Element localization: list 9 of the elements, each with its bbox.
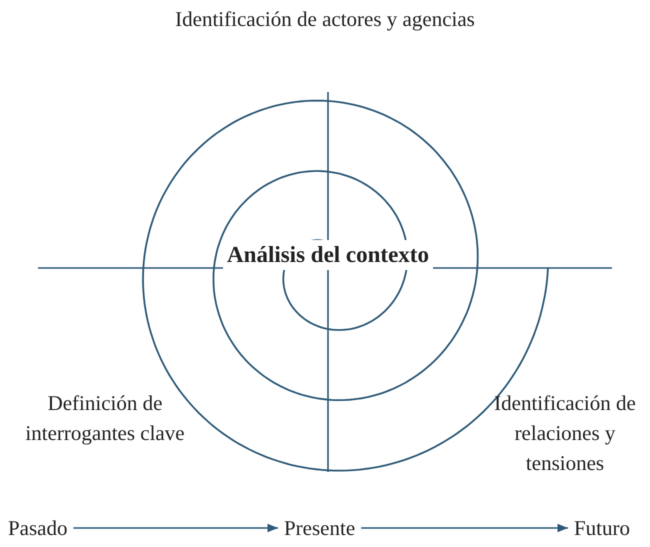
quadrant-label: Definición de interrogantes clave xyxy=(24,390,186,447)
arrow xyxy=(361,524,568,532)
quadrant-label: Identificación de actores y agencias xyxy=(175,6,475,33)
timeline-label: Pasado xyxy=(8,515,68,541)
quadrant-label: Identificación de relaciones y tensiones xyxy=(493,390,637,477)
center-label: Análisis del contexto xyxy=(223,240,433,270)
timeline-label: Presente xyxy=(284,515,356,541)
arrow xyxy=(74,524,278,532)
timeline-label: Futuro xyxy=(574,515,630,541)
